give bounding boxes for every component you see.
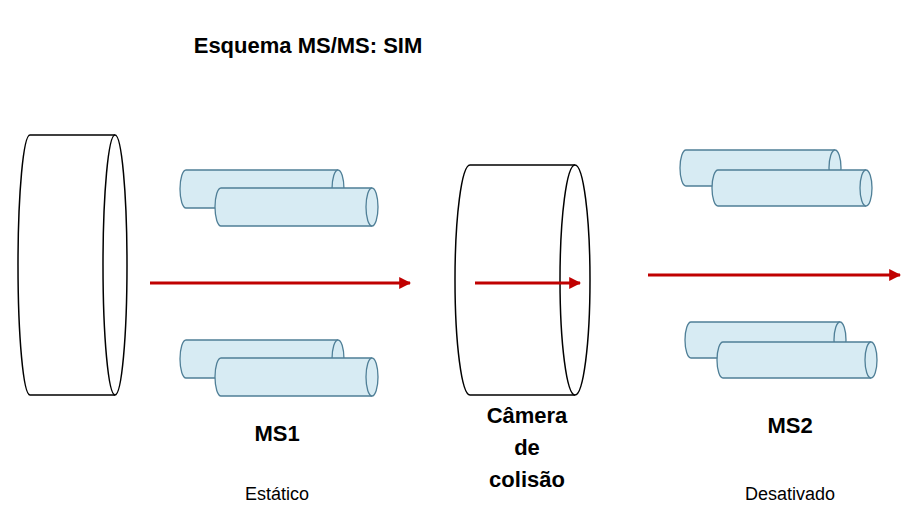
part-name: MS1 (254, 418, 299, 450)
part-name: MS2 (767, 410, 812, 442)
collision-cell-label-group: Câmera de colisão (457, 400, 597, 496)
ion-beam (150, 275, 900, 283)
ms2-label-group: MS2Desativado (705, 410, 875, 506)
diagram-title: Esquema MS/MS: SIM (158, 32, 458, 60)
quadrupole-rods (180, 150, 877, 396)
source-cylinder (18, 135, 127, 395)
part-state: Estático (245, 482, 309, 506)
ms1-label-group: MS1Estático (192, 418, 362, 506)
part-state: Desativado (745, 482, 835, 506)
collision-cell-cylinder (455, 165, 590, 395)
part-name: Câmera de colisão (475, 400, 579, 496)
